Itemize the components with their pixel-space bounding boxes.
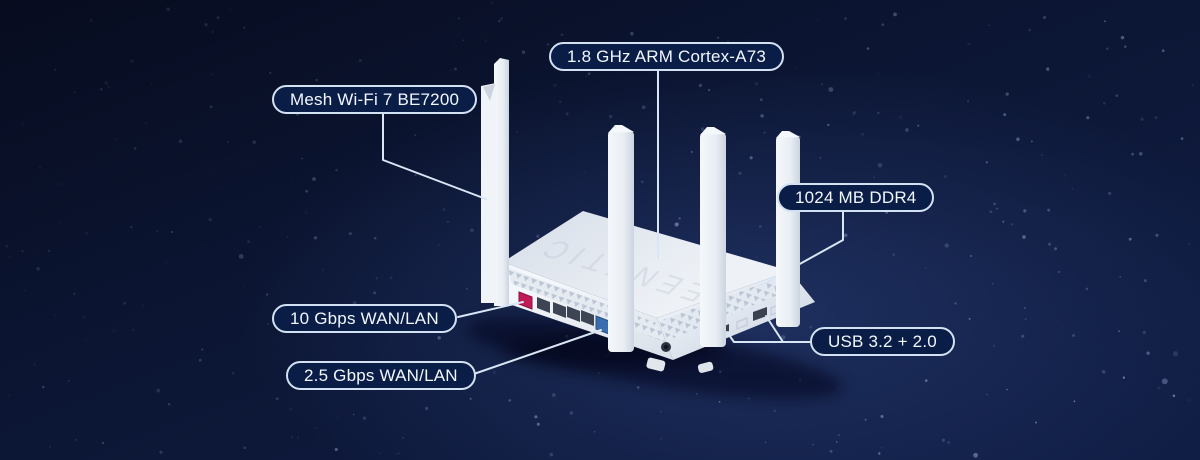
callout-ram: 1024 MB DDR4 (777, 183, 935, 212)
callout-mesh-wifi: Mesh Wi-Fi 7 BE7200 (272, 85, 478, 114)
router-foot-1 (646, 357, 666, 372)
port-lan-4 (581, 310, 594, 326)
callout-cpu: 1.8 GHz ARM Cortex-A73 (549, 42, 785, 71)
port-usb-3-2 (753, 307, 767, 321)
antenna-3 (700, 127, 726, 347)
callout-usb: USB 3.2 + 2.0 (810, 327, 955, 356)
antenna-2 (608, 125, 634, 352)
callout-10g-port: 10 Gbps WAN/LAN (272, 304, 457, 333)
port-10g-wan (518, 291, 533, 310)
port-lan-3 (567, 306, 580, 322)
leader-line-wan10 (457, 301, 524, 318)
leader-line-mesh (382, 113, 487, 200)
port-lan-1 (537, 297, 550, 313)
antenna-4 (776, 131, 800, 327)
background-dot-field (5, 1, 1198, 458)
callout-2-5g-port: 2.5 Gbps WAN/LAN (286, 361, 476, 390)
leader-line-wan25 (467, 329, 602, 377)
router-foot-2 (697, 361, 714, 373)
antenna-1 (481, 58, 509, 306)
port-slot-outline-2 (736, 316, 748, 331)
vent-grille-right (659, 274, 795, 340)
leader-line-usb-b (726, 331, 784, 343)
power-jack (661, 342, 671, 352)
port-lan-2 (553, 302, 566, 318)
